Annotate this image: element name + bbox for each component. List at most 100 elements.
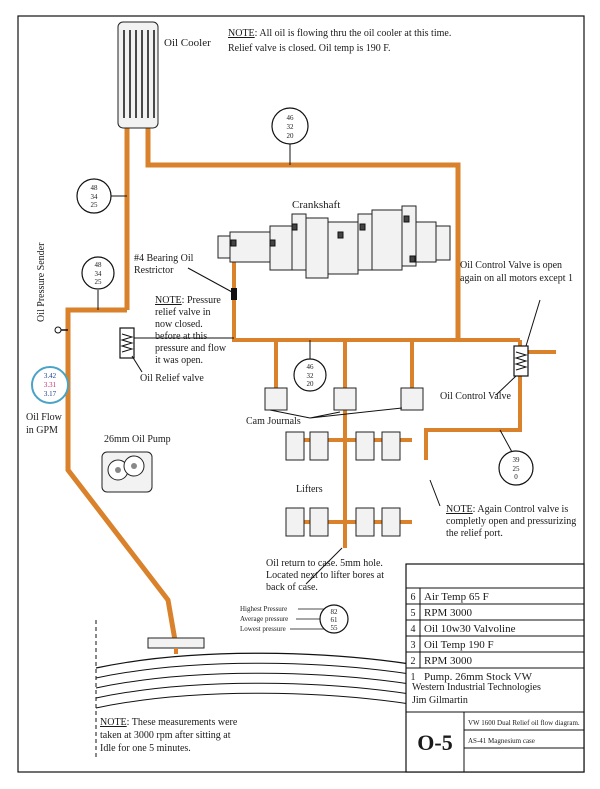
oil-pressure-sender — [54, 326, 68, 334]
title-row-1: Air Temp 65 F — [424, 591, 489, 603]
lifters — [285, 431, 401, 537]
note-control-line-3: the relief port. — [446, 528, 503, 539]
label-return-1: Oil return to case. 5mm hole. — [266, 558, 383, 569]
svg-text:5: 5 — [411, 608, 416, 619]
label-oil-flow-2: in GPM — [26, 425, 58, 436]
svg-text:1: 1 — [411, 672, 416, 683]
leader-oil-control-valve — [495, 375, 517, 396]
note-relief-line-4: before at this — [155, 331, 207, 342]
note-relief-line-1: NOTE: Pressure — [155, 295, 221, 306]
note-relief-line-6: it was open. — [155, 355, 203, 366]
oil-pump — [101, 451, 153, 493]
crankshaft — [217, 205, 451, 279]
note-bottom-line-2: taken at 3000 rpm after sitting at — [100, 730, 231, 741]
title-drawing-number: O-5 — [417, 730, 452, 755]
label-ocv-note-1: Oil Control Valve is open — [460, 260, 562, 271]
svg-text:6: 6 — [411, 592, 416, 603]
label-bearing-restrictor-2: Restrictor — [134, 265, 174, 276]
svg-text:34: 34 — [91, 193, 99, 201]
svg-text:48: 48 — [95, 261, 103, 269]
gauge-left-lower: 48 34 25 — [81, 256, 115, 310]
svg-text:3: 3 — [411, 640, 416, 651]
label-oil-pump: 26mm Oil Pump — [104, 434, 171, 445]
svg-text:25: 25 — [95, 278, 103, 286]
oil-cooler — [117, 21, 159, 129]
title-description-2: AS-41 Magnesium case — [468, 737, 535, 745]
title-row-5: RPM 3000 — [424, 655, 472, 667]
note-bottom-line-1: NOTE: These measurements were — [100, 717, 238, 728]
note-top-line-1: NOTE: All oil is flowing thru the oil co… — [228, 28, 451, 39]
label-crankshaft: Crankshaft — [292, 199, 340, 211]
legend-average: Average pressure — [240, 615, 288, 623]
note-relief-line-3: now closed. — [155, 319, 203, 330]
oil-control-valve — [513, 345, 529, 377]
leader-bearing-restrictor — [187, 267, 233, 293]
svg-text:32: 32 — [307, 372, 315, 380]
svg-text:39: 39 — [513, 456, 521, 464]
label-oil-flow-1: Oil Flow — [26, 412, 63, 423]
label-oil-control-valve: Oil Control Valve — [440, 391, 511, 402]
legend-lowest: Lowest pressure — [240, 625, 286, 633]
svg-text:20: 20 — [307, 380, 315, 388]
leader-relief-valve — [131, 355, 143, 373]
svg-text:82: 82 — [331, 608, 339, 616]
title-block: 6 Air Temp 65 F 5 RPM 3000 4 Oil 10w30 V… — [405, 563, 585, 773]
svg-text:34: 34 — [95, 270, 103, 278]
svg-text:46: 46 — [287, 114, 295, 122]
gauge-center: 46 32 20 — [293, 340, 327, 392]
gauge-right: 39 25 0 — [498, 429, 534, 486]
title-row-3: Oil 10w30 Valvoline — [424, 623, 516, 635]
label-ocv-note-2: again on all motors except 1 — [460, 273, 573, 284]
svg-text:3.17: 3.17 — [44, 390, 57, 398]
label-oil-relief-valve: Oil Relief valve — [140, 373, 204, 384]
pressure-legend: Highest Pressure Average pressure Lowest… — [240, 604, 349, 634]
label-return-3: back of case. — [266, 582, 318, 593]
title-company: Western Industrial Technologies — [412, 682, 541, 693]
note-top-text-1: : All oil is flowing thru the oil cooler… — [255, 28, 452, 39]
leader-ocv-note — [525, 299, 541, 347]
svg-text:32: 32 — [287, 123, 295, 131]
label-bearing-restrictor-1: #4 Bearing Oil — [134, 253, 194, 264]
svg-text:25: 25 — [91, 201, 99, 209]
note-relief-line-2: relief valve in — [155, 307, 211, 318]
svg-text:3.31: 3.31 — [44, 381, 57, 389]
leader-oil-return — [305, 547, 343, 585]
label-oil-cooler: Oil Cooler — [164, 37, 211, 49]
title-row-2: RPM 3000 — [424, 607, 472, 619]
gauge-oil-flow: 3.42 3.31 3.17 — [31, 366, 69, 404]
title-author: Jim Gilmartin — [412, 695, 468, 706]
cam-journals — [264, 387, 424, 411]
drawing-border — [17, 15, 585, 773]
svg-text:61: 61 — [331, 616, 339, 624]
note-relief-line-5: pressure and flow — [155, 343, 227, 354]
note-control-line-2: completly open and pressurizing — [446, 516, 576, 527]
oil-relief-valve — [119, 327, 234, 359]
svg-text:20: 20 — [287, 132, 295, 140]
bearing-restrictor — [231, 288, 237, 300]
title-description-1: VW 1600 Dual Relief oil flow diagram. — [468, 719, 580, 727]
legend-highest: Highest Pressure — [240, 605, 287, 613]
svg-text:3.42: 3.42 — [44, 372, 57, 380]
label-cam-journals: Cam Journals — [246, 416, 301, 427]
svg-text:4: 4 — [411, 624, 416, 635]
label-lifters: Lifters — [296, 484, 323, 495]
label-oil-pressure-sender: Oil Pressure Sender — [36, 242, 47, 322]
title-row-6: Pump. 26mm Stock VW — [424, 671, 533, 683]
title-row-4: Oil Temp 190 F — [424, 639, 494, 651]
svg-text:46: 46 — [307, 363, 315, 371]
gauge-left-upper: 48 34 25 — [76, 178, 127, 214]
oil-sump — [95, 620, 411, 760]
note-top-prefix: NOTE — [228, 28, 255, 39]
gauge-top: 46 32 20 — [271, 107, 309, 165]
leader-cam-journals — [269, 407, 403, 419]
svg-text:0: 0 — [514, 473, 518, 481]
label-return-2: Located next to lifter bores at — [266, 570, 384, 581]
note-control-line-1: NOTE: Again Control valve is — [446, 504, 568, 515]
note-top-line-2: Relief valve is closed. Oil temp is 190 … — [228, 43, 391, 54]
svg-text:48: 48 — [91, 184, 99, 192]
note-bottom-line-3: Idle for one 5 minutes. — [100, 743, 191, 754]
leader-control-note — [429, 479, 441, 507]
svg-text:2: 2 — [411, 656, 416, 667]
svg-text:25: 25 — [513, 465, 521, 473]
